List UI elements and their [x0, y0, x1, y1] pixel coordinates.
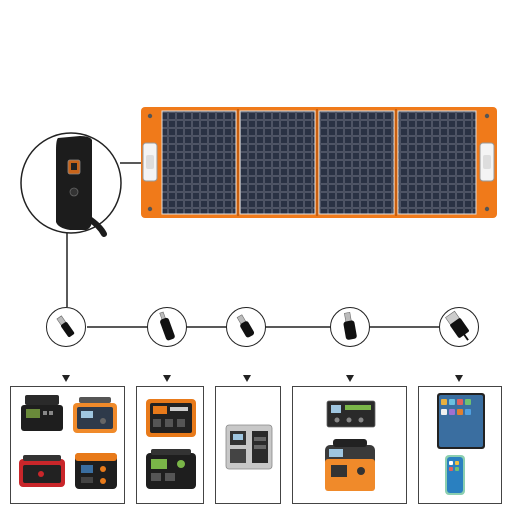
device-group-2 — [136, 386, 204, 504]
connector-dc-small — [46, 307, 86, 347]
device-group-4 — [292, 386, 407, 504]
connector-usb-a — [439, 307, 479, 347]
arrow-down-icon — [163, 375, 171, 382]
connector-dc-large — [147, 307, 187, 347]
arrow-down-icon — [455, 375, 463, 382]
device-group-3 — [215, 386, 281, 504]
solar-cells-4 — [397, 110, 477, 215]
solar-cells-2 — [239, 110, 316, 215]
connector-dc-medium — [226, 307, 266, 347]
solar-cells-3 — [318, 110, 395, 215]
connector-barrel — [330, 307, 370, 347]
solar-cells-1 — [161, 110, 237, 215]
device-group-1 — [10, 386, 125, 504]
arrow-down-icon — [346, 375, 354, 382]
arrow-down-icon — [243, 375, 251, 382]
junction-box — [56, 136, 107, 237]
device-group-5 — [418, 386, 502, 504]
arrow-down-icon — [62, 375, 70, 382]
